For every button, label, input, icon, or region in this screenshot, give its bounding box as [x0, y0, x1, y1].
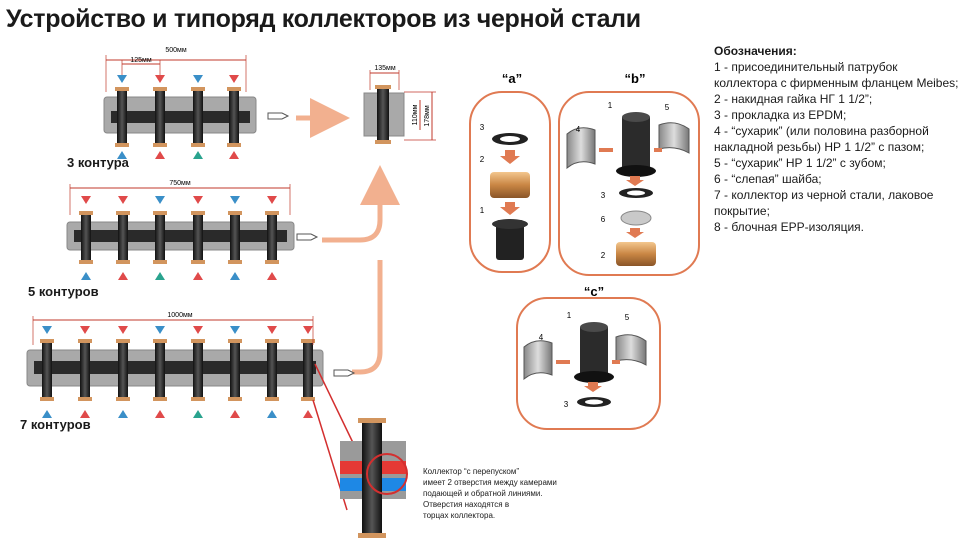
pointer-arrows [296, 98, 400, 375]
bypass-note-line: Коллектор “с перепуском” [423, 467, 520, 476]
legend-item: 7 - коллектор из черной стали, лаковое п… [714, 188, 934, 218]
collector-7: 1000мм [26, 312, 324, 418]
variant-c: “c” 1 4 5 3 [516, 284, 661, 430]
variant-a-part-2: 1 [480, 206, 485, 215]
legend-item: 2 - накидная гайка НГ 1 1/2”; [714, 92, 873, 106]
variant-b-part-3: 3 [601, 191, 606, 200]
variant-c-part-0: 1 [567, 311, 572, 320]
variant-b-part-2: 5 [665, 103, 670, 112]
bypass-note-line: торцах коллектора. [423, 511, 496, 520]
variant-b-part-0: 1 [608, 101, 613, 110]
collector-7-width-dim: 1000мм [167, 312, 192, 319]
hand-pointer-icon [267, 112, 356, 377]
variant-c-part-2: 5 [625, 313, 630, 322]
legend-item: 6 - “слепая” шайба; [714, 172, 822, 186]
bypass-note-line: имеет 2 отверстия между камерами [423, 478, 557, 487]
legend-item: 1 - присоединительный патрубок коллектор… [714, 60, 959, 90]
collector-3: 500мм 125мм [103, 47, 257, 159]
collector-7-label: 7 контуров [20, 417, 91, 432]
section-outer-height-dim: 178мм [424, 105, 431, 126]
collector-3-label: 3 контура [67, 155, 129, 170]
page-title: Устройство и типоряд коллекторов из черн… [6, 5, 641, 33]
variant-a-label: “a” [502, 71, 522, 86]
variant-a: “a” 3 2 1 [469, 71, 551, 273]
bypass-note: Коллектор “с перепуском” имеет 2 отверст… [423, 466, 593, 521]
bypass-detail [312, 363, 408, 538]
variant-c-label: “c” [584, 284, 604, 299]
section-inner-height-dim: 110мм [412, 104, 419, 125]
legend: Обозначения: 1 - присоединительный патру… [714, 43, 964, 235]
collector-5: 750мм [66, 180, 295, 280]
collector-5-label: 5 контуров [28, 284, 99, 299]
collector-3-pitch-dim: 125мм [130, 57, 151, 64]
legend-heading: Обозначения: [714, 44, 797, 58]
bypass-note-line: подающей и обратной линиями. [423, 489, 543, 498]
legend-item: 3 - прокладка из EPDM; [714, 108, 847, 122]
legend-item: 4 - “сухарик” (или половина разборной на… [714, 124, 929, 154]
variant-c-part-3: 3 [564, 400, 569, 409]
section-view: 135мм 110мм 178мм [363, 65, 436, 144]
variant-b-part-5: 2 [601, 251, 606, 260]
variant-b-part-4: 6 [601, 215, 606, 224]
collector-3-width-dim: 500мм [165, 47, 186, 54]
legend-item: 5 - “сухарик” НР 1 1/2” с зубом; [714, 156, 886, 170]
section-width-dim: 135мм [374, 65, 395, 72]
variant-a-part-0: 3 [480, 123, 485, 132]
bypass-note-line: Отверстия находятся в [423, 500, 510, 509]
variant-c-part-1: 4 [539, 333, 544, 342]
variant-b-label: “b” [625, 71, 646, 86]
variant-b: “b” 1 4 5 3 6 2 [558, 71, 700, 276]
collector-5-width-dim: 750мм [169, 180, 190, 187]
legend-item: 8 - блочная EPP-изоляция. [714, 220, 864, 234]
variant-a-part-1: 2 [480, 155, 485, 164]
variant-b-part-1: 4 [576, 125, 581, 134]
